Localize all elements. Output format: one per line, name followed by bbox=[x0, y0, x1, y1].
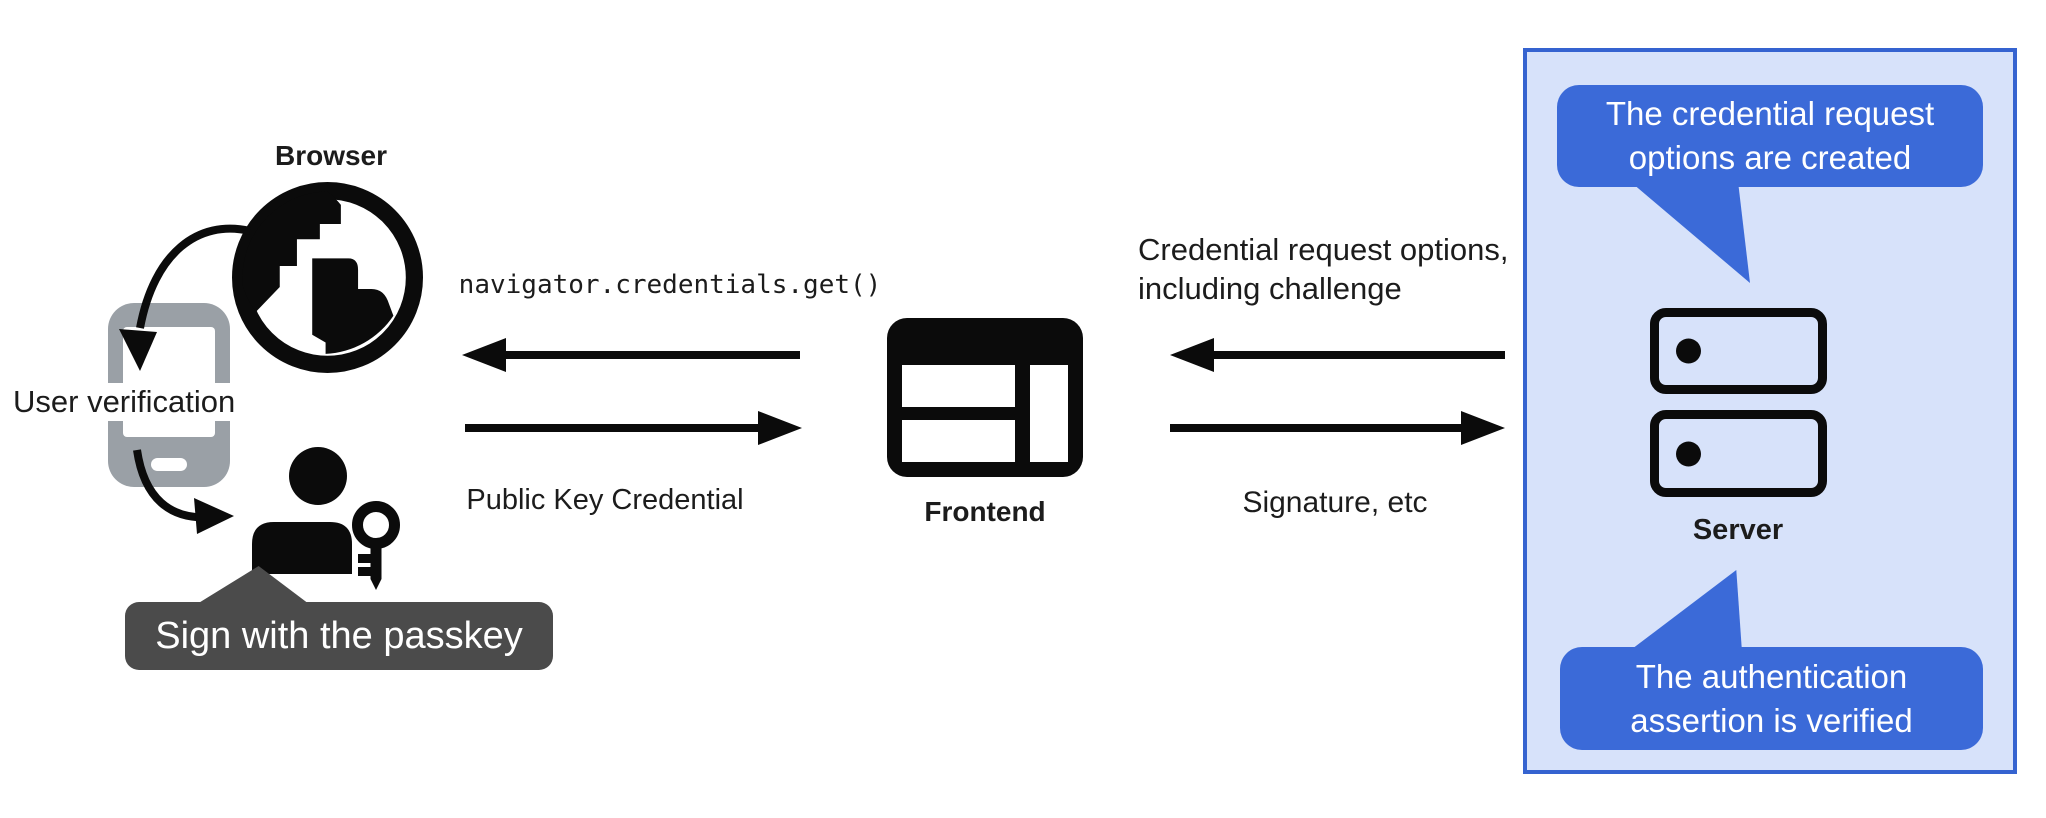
person-passkey-icon bbox=[252, 447, 400, 590]
arrow-browser-to-frontend bbox=[465, 411, 802, 445]
passkey-bubble: Sign with the passkey bbox=[125, 602, 553, 670]
credential-request-line1: Credential request options, bbox=[1138, 232, 1509, 267]
window-pane-top-left bbox=[902, 365, 1015, 407]
api-call-label: navigator.credentials.get() bbox=[458, 270, 882, 300]
server-stack-icon bbox=[1650, 308, 1827, 394]
browser-label: Browser bbox=[274, 140, 388, 171]
browser-window-icon bbox=[887, 318, 1083, 477]
request-bubble-label: The credential request options are creat… bbox=[1605, 95, 1935, 176]
server-label: Server bbox=[1692, 514, 1784, 546]
user-verification-label: User verification bbox=[8, 383, 241, 421]
verify-bubble: The authentication assertion is verified bbox=[1560, 647, 1983, 750]
arrow-server-to-frontend bbox=[1170, 338, 1505, 372]
globe-icon bbox=[232, 182, 423, 373]
server-stack-icon bbox=[1650, 410, 1827, 497]
credential-request-line2: including challenge bbox=[1138, 271, 1402, 306]
passkey-bubble-label: Sign with the passkey bbox=[155, 614, 523, 657]
frontend-label: Frontend bbox=[924, 496, 1046, 527]
server-led-dot bbox=[1676, 441, 1701, 466]
phone-home-bar bbox=[151, 458, 187, 471]
server-led-dot bbox=[1676, 338, 1701, 364]
arrow-frontend-to-browser bbox=[462, 338, 800, 372]
verify-bubble-label: The authentication assertion is verified bbox=[1630, 657, 1913, 739]
window-pane-bottom-left bbox=[902, 420, 1015, 462]
public-key-credential-label: Public Key Credential bbox=[466, 484, 744, 516]
arrow-frontend-to-server bbox=[1170, 411, 1505, 445]
signature-label: Signature, etc bbox=[1242, 486, 1428, 519]
window-pane-right bbox=[1030, 365, 1068, 462]
credential-request-label: Credential request options, including ch… bbox=[1138, 230, 1509, 308]
request-bubble: The credential request options are creat… bbox=[1557, 85, 1983, 187]
